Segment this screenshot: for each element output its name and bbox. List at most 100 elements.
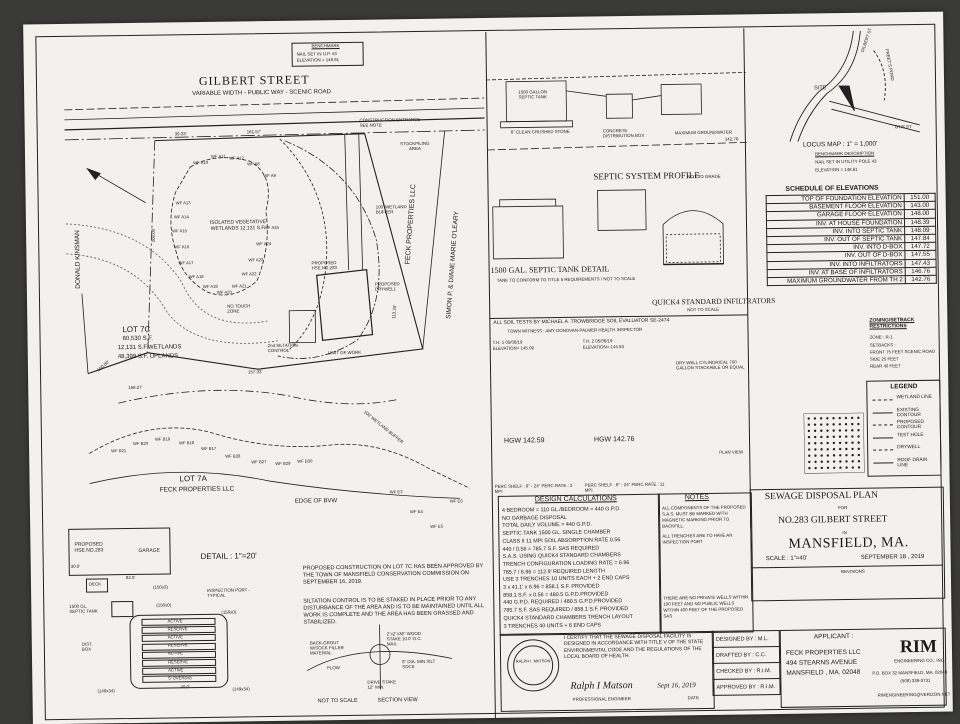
hgw1-label: HGW 142.59 xyxy=(503,437,545,445)
plan-view-label: PLAN VIEW xyxy=(719,449,744,455)
clean-stone-label: 6" CLEAN CRUSHED STONE xyxy=(510,128,570,135)
proposed-drywell-label: PROPOSED DRYWELL xyxy=(374,281,400,292)
pe-sign-date: Sept 16, 2019 xyxy=(657,681,696,690)
wetland-flag: WF B20 xyxy=(132,440,149,446)
infiltrator-dot xyxy=(832,416,835,420)
infiltrator-dot xyxy=(845,460,848,463)
dim-label: 158.27' xyxy=(128,384,143,391)
design-calcs-title: DESIGN CALCULATIONS xyxy=(534,495,617,504)
infiltrator-dot xyxy=(813,423,817,426)
legend-title: LEGEND xyxy=(890,383,918,391)
infiltrator-dot xyxy=(845,466,848,469)
date-label: DATE xyxy=(687,695,700,701)
infiltrator-dot xyxy=(808,460,811,464)
detail-dim: (150x0) xyxy=(221,609,237,615)
infiltrator-dot xyxy=(813,435,817,439)
infiltrator-dot xyxy=(857,429,860,432)
infiltrator-dot xyxy=(832,454,836,457)
wetland-flag: WF A24 xyxy=(256,241,272,247)
trench-row-label: ACTIVE xyxy=(167,634,183,640)
infiltrator-dot xyxy=(857,460,861,463)
infiltrator-dot xyxy=(845,447,848,451)
infiltrator-dot xyxy=(820,435,823,439)
infiltrator-dot xyxy=(820,448,823,451)
locus-site-label: SITE xyxy=(814,85,827,92)
wetland-flag: WF A20 xyxy=(216,289,232,295)
approvals-table: DESIGNED BY : M.L. DRAFTED BY : C.C. CHE… xyxy=(712,630,781,696)
wetland-flag: WF A21 xyxy=(231,283,247,289)
lot7c-title: LOT 7C xyxy=(122,324,151,335)
infiltrator-dot xyxy=(838,435,842,438)
gw-elev-label: 142.76 xyxy=(724,136,739,142)
infiltrator-dot xyxy=(807,429,811,433)
zoning-title: ZONING/SETBACK RESTRICTIONS xyxy=(869,317,915,330)
wetland-flag: WF B21 xyxy=(111,448,127,454)
firm-phone: (508) 339-3731 xyxy=(900,677,931,684)
wetland-flag: WF B18 xyxy=(178,440,195,446)
infiltrator-dot xyxy=(832,447,836,451)
legend-item-label: PROPOSED CONTOUR xyxy=(896,419,925,431)
trench-row-label: ACTIVE xyxy=(167,650,184,656)
wetland-flag: WF B19 xyxy=(154,436,171,442)
firm-name: ENGINEERING CO., INC. xyxy=(894,657,946,664)
plan-date: SEPTEMBER 18 , 2019 xyxy=(860,553,925,561)
wetland-flag: WF A9 xyxy=(263,172,276,179)
zoning-line: ZONE : R-1 xyxy=(869,334,893,340)
infiltrator-plan-grid xyxy=(803,412,865,474)
lot7c-wetlands: 12,131 S.F.WETLANDS xyxy=(117,344,182,352)
wetland-flag: WF E6 xyxy=(449,498,463,504)
edge-bvw-label: EDGE OF BVW xyxy=(294,498,338,505)
checked-by: CHECKED BY : R.I.M. xyxy=(712,662,780,680)
drafted-by: DRAFTED BY : C.C. xyxy=(712,646,780,664)
infiltrator-dot xyxy=(807,423,811,426)
infiltrator-dot xyxy=(820,423,823,426)
infiltrator-dot xyxy=(813,429,817,433)
dbox-profile-label: CONCRETE DISTRIBUTION BOX xyxy=(602,128,645,139)
trench-row-label: RESERVE xyxy=(167,625,188,632)
wetland-flag: WF A14 xyxy=(173,214,189,220)
applicant-address: 494 STEARNS AVENUE xyxy=(786,658,858,667)
dim-label: 161.57' xyxy=(246,129,261,135)
plan-sheet: BENCHMARK NAIL SET IN U.P. 43 ELEVATION … xyxy=(23,11,953,724)
septic-profile-drawing xyxy=(485,71,747,266)
infiltrator-dot xyxy=(844,416,848,420)
note-siltation: SILTATION CONTROL IS TO BE STAKED IN PLA… xyxy=(303,596,484,626)
infiltrator-dot xyxy=(851,429,854,432)
approved-by: APPROVED BY : R.I.M. xyxy=(712,678,781,696)
infiltrator-dot xyxy=(826,441,829,445)
elevations-title: SCHEDULE OF ELEVATIONS xyxy=(785,184,879,193)
zoning-line: FRONT 75 FEET SCENIC ROAD xyxy=(869,348,936,355)
tp2-elev: ELEVATION= 144.53 xyxy=(582,344,624,350)
infiltrator-dot xyxy=(826,417,829,420)
infiltrator-dot xyxy=(808,454,811,457)
infiltrator-dot xyxy=(832,435,835,438)
infiltrator-dot xyxy=(814,466,817,470)
detail-inspection-label: INSPECTION PORT - TYPICAL xyxy=(207,587,250,598)
no-touch-label: NO TOUCH ZONE xyxy=(227,303,251,314)
infiltrator-dot xyxy=(826,423,829,426)
detail-dim: (150x0) xyxy=(156,602,172,608)
infiltrator-dot xyxy=(851,447,854,451)
detail-dim: (149x34) xyxy=(232,686,250,692)
lot7a-title: LOT 7A xyxy=(179,473,207,484)
benchmark-line-2: ELEVATION = 148.61 xyxy=(296,57,340,63)
tank-label: 1500 GALLON SEPTIC TANK xyxy=(518,89,548,100)
design-calc-line: TOTAL DAILY VOLUME = 440 G.P.D. xyxy=(502,521,592,530)
infiltrator-dot xyxy=(844,423,848,426)
infiltrators-nts: NOT TO SCALE xyxy=(687,306,720,313)
infiltrator-dot xyxy=(839,454,842,457)
plan-scale: SCALE : 1"=40' xyxy=(765,555,808,563)
wetland-flag: WF E4 xyxy=(409,508,423,515)
wetland-flag: WF B27 xyxy=(251,459,267,465)
legend-item-label: ROOF DRAIN LINE xyxy=(897,457,928,468)
legend-item-label: TEST HOLE xyxy=(896,432,924,438)
infiltrator-dot xyxy=(807,448,811,451)
wetland-flag: WF A19 xyxy=(202,283,218,289)
infiltrator-dot xyxy=(820,460,823,463)
street-name: GILBERT STREET xyxy=(198,72,310,89)
wetland-flag: WF A11 xyxy=(210,153,226,159)
plan-for: FOR xyxy=(837,504,848,511)
detail-garage-label: GARAGE xyxy=(138,547,160,554)
note-construction: PROPOSED CONSTRUCTION ON LOT 7C HAS BEEN… xyxy=(302,563,484,586)
infiltrator-dot xyxy=(813,417,817,420)
